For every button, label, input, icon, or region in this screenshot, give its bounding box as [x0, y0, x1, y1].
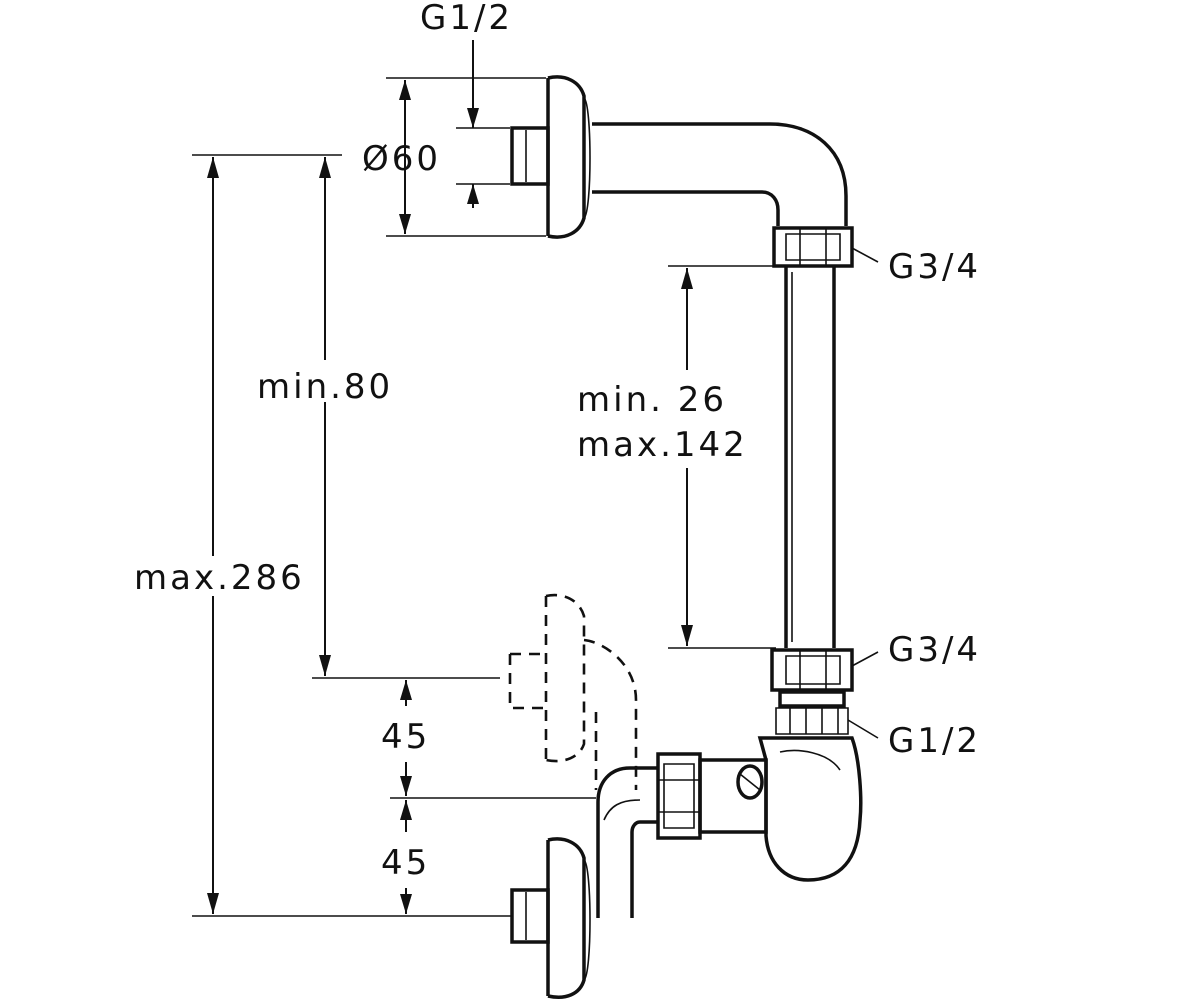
valve-connector: [775, 690, 849, 735]
upper-union-nut: [772, 226, 854, 268]
top-inlet-thread-label: G1/2: [420, 0, 513, 38]
inner-height-label: min.80: [257, 367, 393, 407]
valve-body: [698, 736, 863, 882]
upper-nut-thread-label: G3/4: [888, 247, 981, 287]
offset-dimensions: [390, 680, 596, 914]
diameter-dimension: [386, 77, 546, 237]
flange-diameter-label: Ø60: [362, 139, 441, 179]
bottom-wall-flange: [510, 837, 591, 999]
lower-nut-thread-label: G3/4: [888, 630, 981, 670]
inner-height-dimension: [312, 157, 500, 679]
side-union-nut: [656, 752, 702, 840]
lower-union-nut: [770, 648, 854, 692]
inlet-thread-dimension: [456, 40, 510, 208]
riser-min-label: min. 26: [577, 380, 727, 420]
overall-height-label: max.286: [134, 558, 305, 598]
overall-height-dimension: [192, 154, 512, 917]
alternate-flange-position: [508, 593, 638, 790]
lower-elbow-pipe: [596, 766, 658, 918]
valve-thread-label: G1/2: [888, 721, 981, 761]
riser-max-label: max.142: [577, 425, 748, 465]
top-wall-flange: [510, 75, 591, 239]
offset-lower-label: 45: [381, 843, 430, 883]
callout-leaders: [847, 247, 879, 739]
riser-pipe: [784, 266, 836, 648]
upper-elbow-pipe: [592, 122, 848, 226]
offset-upper-label: 45: [381, 717, 430, 757]
riser-length-dimension: [668, 265, 776, 649]
